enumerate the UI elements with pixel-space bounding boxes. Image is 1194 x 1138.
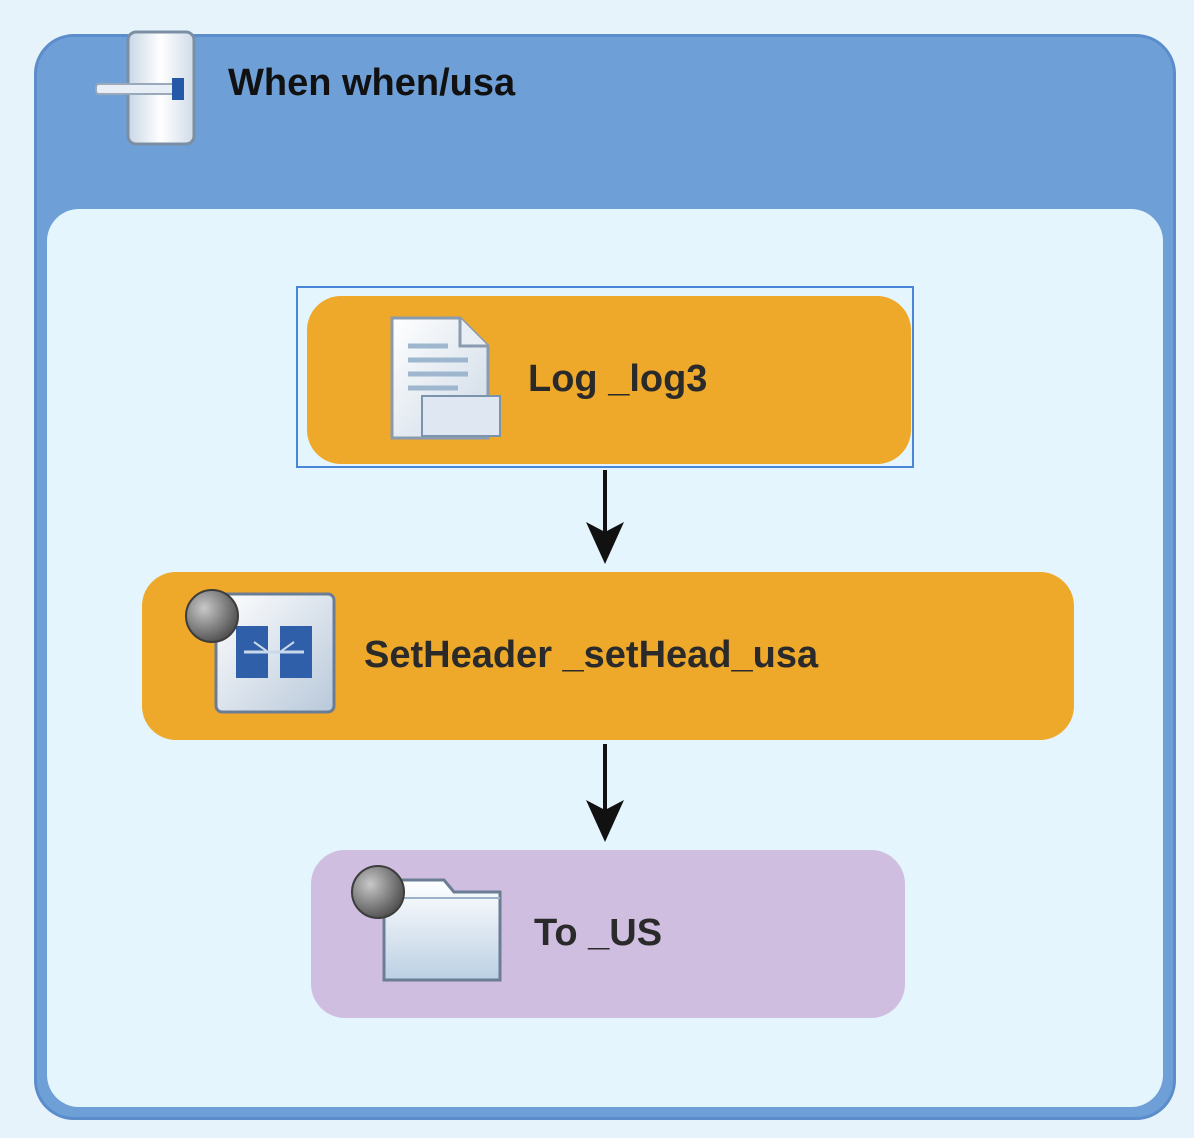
setheader-node-label: SetHeader _setHead_usa bbox=[364, 634, 819, 676]
when-route-icon bbox=[95, 30, 196, 146]
log-document-icon bbox=[390, 316, 501, 440]
connector-setheader-to-to[interactable] bbox=[586, 744, 624, 842]
connector-log-to-setheader[interactable] bbox=[586, 470, 624, 564]
when-title: When when/usa bbox=[228, 62, 516, 104]
to-node-label: To _US bbox=[534, 912, 663, 954]
folder-icon bbox=[351, 865, 502, 982]
selection-outline bbox=[296, 286, 914, 468]
log-node-label: Log _log3 bbox=[528, 358, 708, 400]
set-header-icon bbox=[185, 589, 336, 714]
